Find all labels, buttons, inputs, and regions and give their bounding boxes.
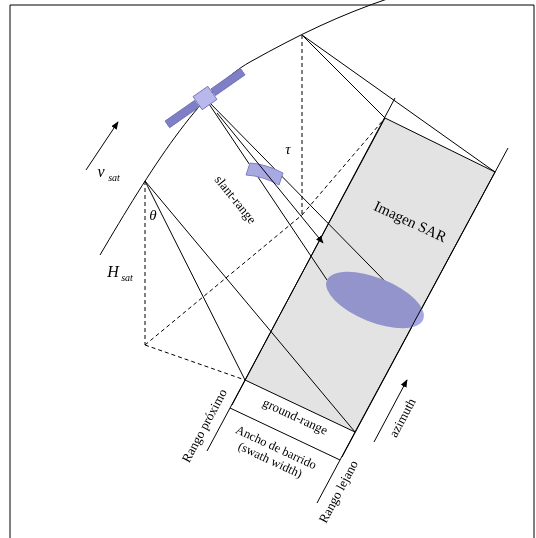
region-outline — [245, 118, 495, 432]
height-symbol: H — [107, 263, 119, 281]
subscript: sat — [108, 172, 120, 184]
range-label: Rango próximo — [179, 387, 230, 466]
ground-dashed-line — [145, 345, 245, 380]
pulse-band — [246, 163, 283, 185]
velocity-symbol: v — [97, 163, 104, 181]
velocity-arrow — [86, 122, 118, 170]
pulse-symbol: τ — [285, 141, 290, 158]
frame — [10, 5, 534, 538]
near-beam-line — [302, 35, 385, 118]
region-shape — [245, 118, 495, 432]
image-region: Imagen SAR — [245, 118, 495, 432]
satellite-icon — [163, 65, 248, 131]
nadir-height-line — [302, 35, 303, 215]
subscript: sat — [121, 272, 133, 284]
angle-symbol: θ — [149, 207, 156, 224]
slant-range-arrow — [217, 113, 323, 243]
axis-label: slant-range — [211, 173, 259, 227]
near-beam-line — [145, 181, 245, 380]
nadir-height-line — [145, 181, 146, 345]
antenna-beam — [205, 98, 327, 280]
axis-label: azimuth — [387, 396, 420, 440]
